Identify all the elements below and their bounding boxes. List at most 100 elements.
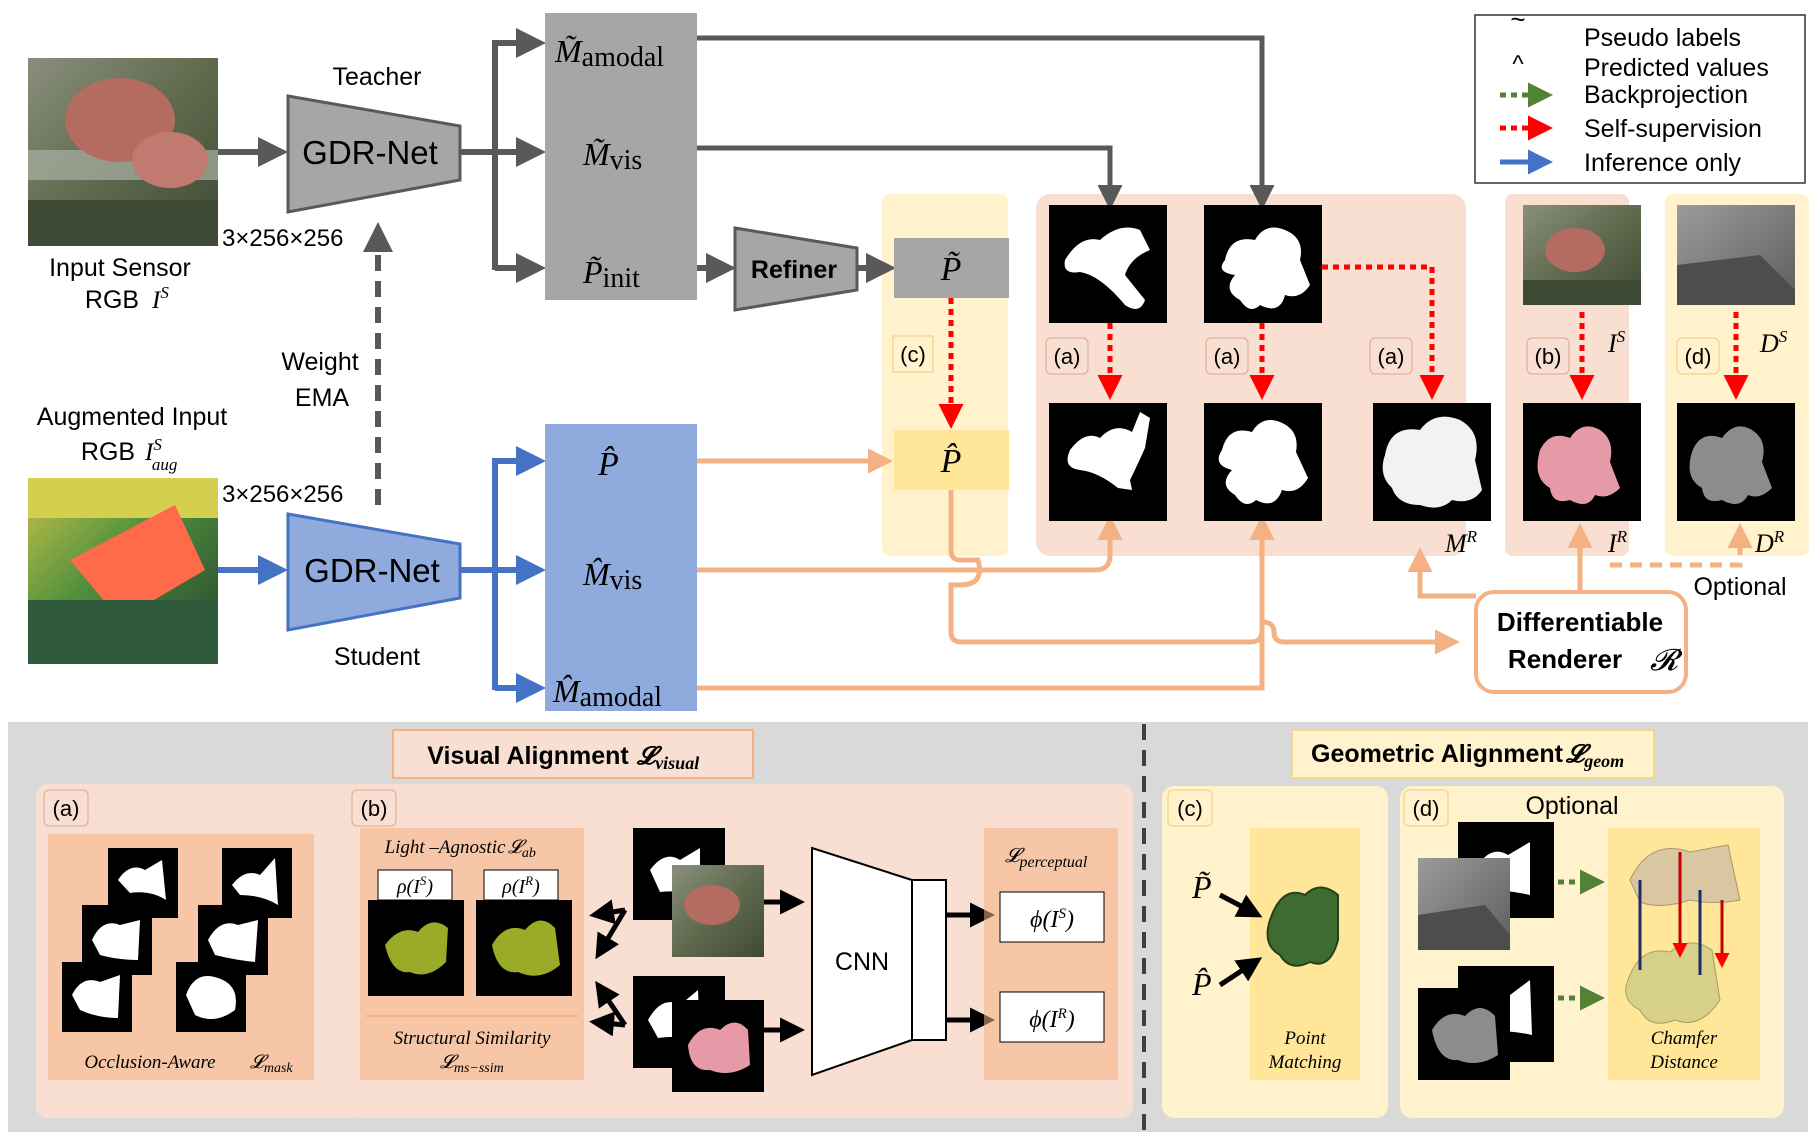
p-hat-symbol: P̂	[940, 442, 962, 480]
tag-a-2: (a)	[1214, 344, 1241, 369]
chamfer-label-2: Distance	[1649, 1052, 1718, 1073]
student-gdrnet-label: GDR-Net	[304, 552, 440, 589]
tilde-symbol: ~	[1510, 4, 1525, 34]
p-tilde-symbol: P̃	[940, 250, 962, 288]
light-agnostic-symbol: 𝓛ab	[508, 837, 536, 861]
mask-stack-right	[176, 848, 292, 1032]
student-out-m-amodal: M̂amodal	[552, 673, 662, 713]
student-dim: 3×256×256	[222, 481, 343, 508]
mask-stack-left	[62, 848, 178, 1032]
teacher-dim: 3×256×256	[222, 225, 343, 252]
optional-label: Optional	[1693, 573, 1786, 601]
renderer-symbol: 𝓡	[1650, 644, 1683, 677]
student-out-m-vis: M̂vis	[582, 556, 642, 596]
mask-vis-pseudo	[1049, 205, 1167, 323]
perceptual-symbol: 𝓛perceptual	[1005, 845, 1088, 871]
student-gdrnet-block	[286, 512, 462, 632]
legend-pseudo: Pseudo labels	[1584, 24, 1741, 52]
teacher-out-p-init: P̃init	[582, 254, 640, 294]
depth-sensor-thumb	[1677, 205, 1795, 305]
depth-rendered-thumb	[1677, 403, 1795, 521]
depth-stack-top	[1418, 822, 1554, 950]
teacher-input-image	[28, 58, 218, 246]
arrow-pose-to-renderer	[948, 490, 1460, 655]
rgb-sensor-thumb	[1523, 205, 1641, 305]
point-label-2: Matching	[1268, 1052, 1342, 1073]
teacher-input-caption-2: RGB	[85, 286, 139, 314]
point-label-1: Point	[1283, 1028, 1326, 1049]
arrow-m-amodal-teacher	[697, 35, 1275, 210]
arrow-renderer-depth	[1610, 523, 1753, 568]
teacher-input-caption-1: Input Sensor	[49, 254, 191, 282]
ab-thumb-sensor	[368, 900, 464, 996]
tag-d-bottom: (d)	[1413, 796, 1440, 821]
occlusion-label: Occlusion-Aware	[84, 1052, 215, 1073]
phi-is: ϕ(IS)	[1030, 906, 1074, 933]
arrow-m-amodal-student	[697, 515, 1275, 691]
teacher-gdrnet-block	[286, 94, 462, 214]
light-agnostic-label: Light –Agnostic	[384, 837, 506, 858]
student-input-image	[28, 478, 218, 664]
tag-b-bottom: (b)	[361, 796, 388, 821]
rho-is: ρ(IS)	[396, 873, 433, 898]
legend-inference: Inference only	[1584, 149, 1742, 177]
renderer-label-1: Differentiable	[1497, 607, 1663, 637]
chamfer-label-1: Chamfer	[1651, 1028, 1718, 1049]
legend-predicted: Predicted values	[1584, 54, 1769, 82]
teacher-output-block	[545, 13, 697, 300]
teacher-out-m-vis: M̃vis	[582, 136, 642, 176]
mask-vis-pred	[1049, 403, 1167, 521]
cnn-label: CNN	[835, 948, 889, 976]
ab-thumb-rendered	[476, 900, 572, 996]
arrow-m-vis-teacher	[697, 145, 1123, 210]
visual-title: Visual Alignment	[427, 742, 629, 770]
student-out-p-hat: P̂	[597, 445, 619, 483]
mask-amodal-pseudo	[1204, 205, 1322, 323]
geom-title: Geometric Alignment	[1311, 740, 1564, 768]
mask-rendered-symbol: MR	[1444, 527, 1478, 558]
mask-rendered	[1373, 403, 1491, 521]
tag-c-bottom: (c)	[1177, 796, 1203, 821]
point-p-hat: P̂	[1191, 966, 1212, 1002]
depth-stack-bottom	[1418, 966, 1554, 1080]
point-p-tilde: P̃	[1191, 869, 1212, 905]
renderer-block	[1474, 590, 1688, 694]
tag-a-3: (a)	[1378, 344, 1405, 369]
arrow-m-vis-student	[697, 515, 1123, 573]
legend: ~ Pseudo labels ^ Predicted values Backp…	[1474, 4, 1806, 184]
point-cloud-object	[1266, 886, 1339, 967]
teacher-title: Teacher	[333, 63, 422, 91]
teacher-out-m-amodal: M̃amodal	[554, 33, 664, 73]
tag-a-1: (a)	[1054, 344, 1081, 369]
legend-selfsup: Self-supervision	[1584, 115, 1762, 143]
mask-amodal-pred	[1204, 403, 1322, 521]
student-output-block	[545, 424, 697, 711]
refiner-label: Refiner	[751, 256, 837, 284]
chamfer-point-clouds	[1625, 844, 1741, 1024]
p-hat-block	[894, 430, 1009, 490]
arrow-renderer-mask	[1407, 547, 1476, 599]
tag-a-bottom: (a)	[53, 796, 80, 821]
rho-ir: ρ(IR)	[501, 873, 540, 898]
tag-c-top: (c)	[900, 342, 926, 367]
student-input-caption-2: RGB	[81, 438, 135, 466]
phi-ir: ϕ(IR)	[1029, 1006, 1075, 1033]
teacher-input-symbol: IS	[151, 283, 169, 314]
tag-b-top: (b)	[1535, 344, 1562, 369]
tag-d-top: (d)	[1685, 344, 1712, 369]
structural-label: Structural Similarity	[394, 1028, 551, 1049]
p-tilde-block	[894, 238, 1009, 298]
student-title: Student	[334, 643, 420, 671]
renderer-label-2: Renderer	[1508, 644, 1622, 674]
refiner-block	[733, 226, 859, 312]
perceptual-input-rendered	[633, 976, 764, 1092]
ema-label-1: Weight	[281, 348, 358, 376]
hat-symbol: ^	[1512, 51, 1524, 78]
perceptual-input-sensor	[633, 828, 764, 957]
rgb-rendered-thumb	[1523, 403, 1641, 521]
student-input-caption-1: Augmented Input	[37, 403, 227, 431]
teacher-gdrnet-label: GDR-Net	[302, 134, 438, 171]
depth-sensor-symbol: DS	[1759, 327, 1788, 358]
